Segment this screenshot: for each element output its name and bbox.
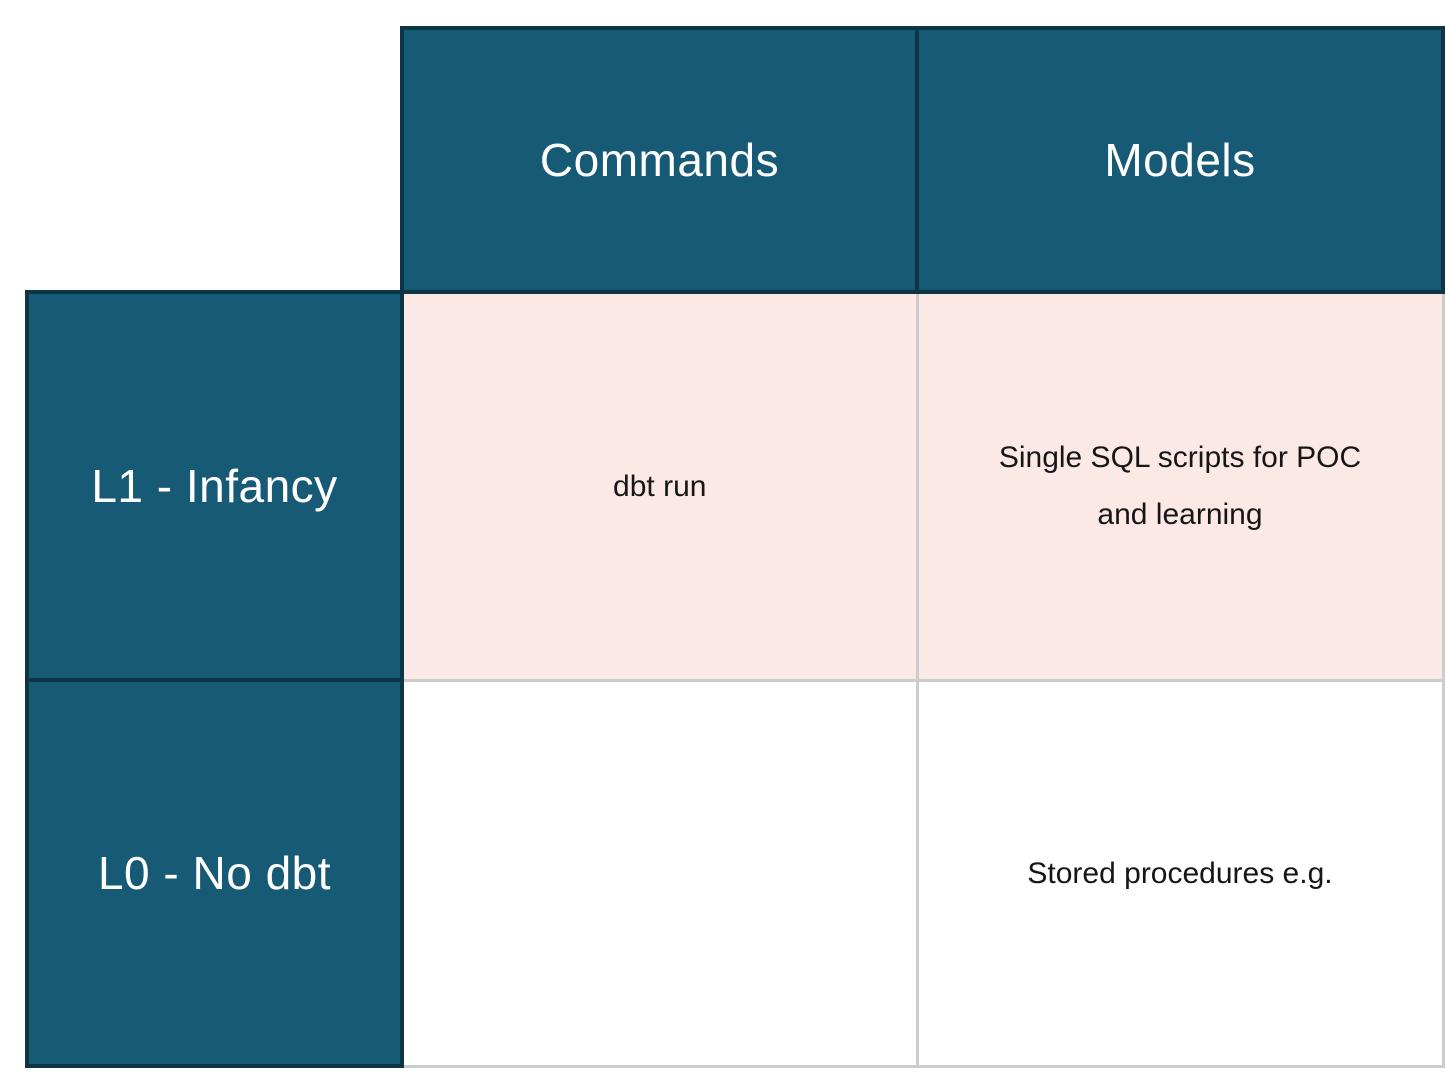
column-header-models: Models — [915, 26, 1445, 294]
header-row: Commands Models — [27, 26, 1445, 294]
cell-l0-commands — [400, 678, 919, 1068]
cell-text-line-2: and learning — [1097, 498, 1263, 532]
row-header-l0-no-dbt: L0 - No dbt — [25, 678, 404, 1068]
table-row-l1: L1 - Infancy dbt run Single SQL scripts … — [25, 290, 1445, 682]
corner-spacer-cell — [27, 28, 402, 292]
maturity-matrix-table: Commands Models L1 - Infancy dbt run Sin… — [25, 26, 1445, 1068]
cell-l0-models: Stored procedures e.g. — [915, 678, 1445, 1068]
column-header-commands: Commands — [400, 26, 919, 294]
cell-text-line-1: Single SQL scripts for POC — [998, 441, 1362, 475]
row-header-l1-infancy: L1 - Infancy — [25, 290, 404, 682]
cell-l1-commands: dbt run — [400, 290, 919, 682]
table-row-l0: L0 - No dbt Stored procedures e.g. — [25, 678, 1445, 1068]
cell-l1-models: Single SQL scripts for POC and learning — [915, 290, 1445, 682]
